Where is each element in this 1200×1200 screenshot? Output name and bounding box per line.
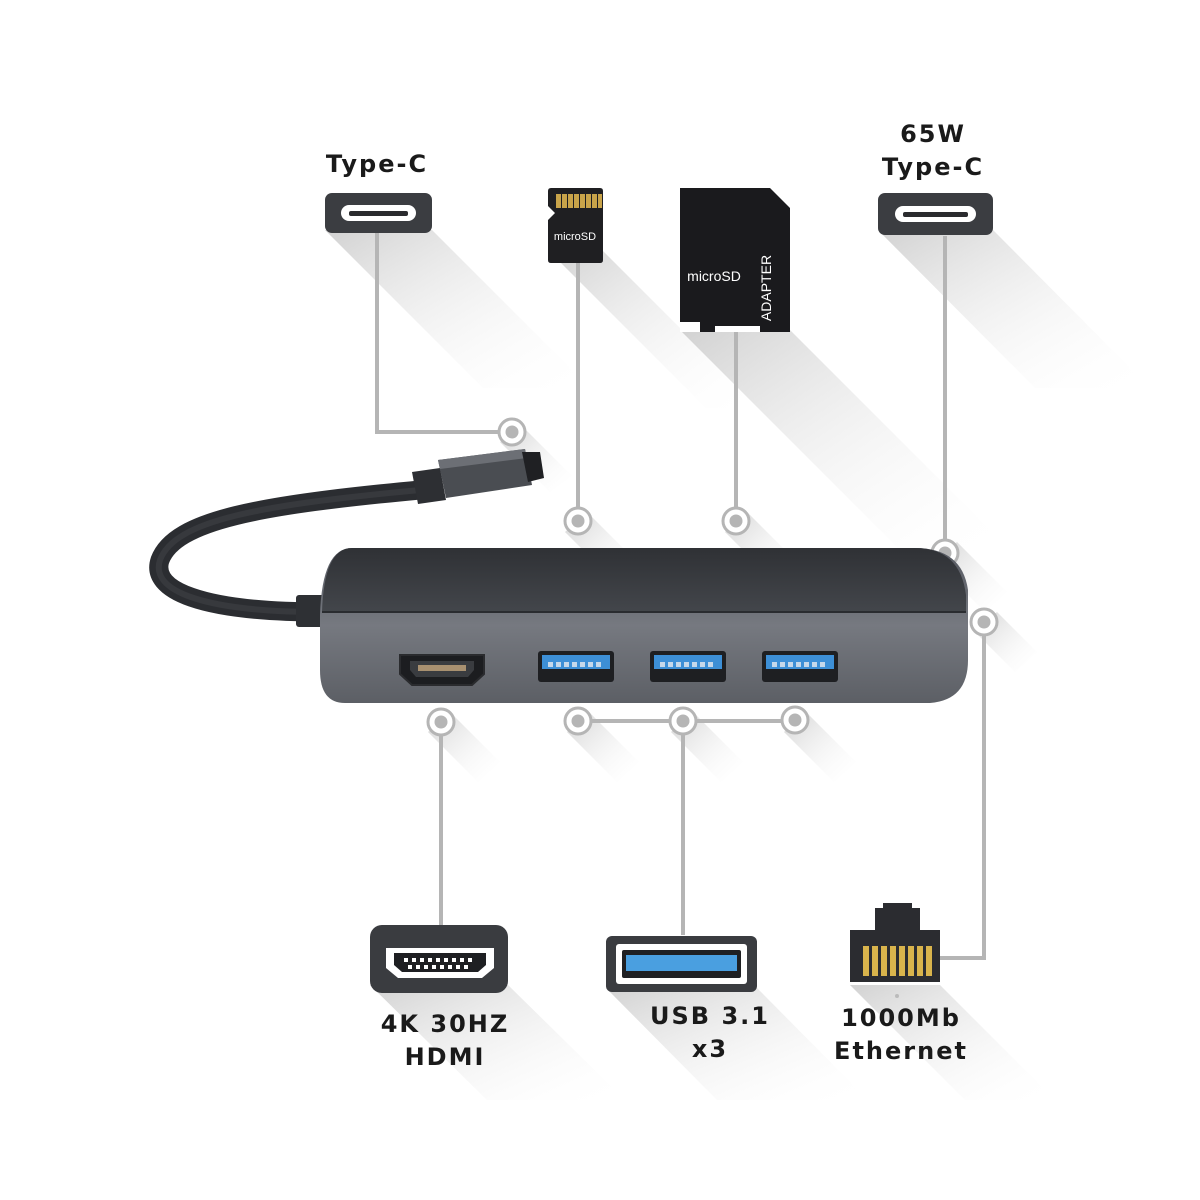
- connector-lines: [375, 232, 986, 960]
- usb-port-on-hub-1: [538, 651, 614, 682]
- label-pd-typec-line2: Type-C: [881, 153, 985, 181]
- usb-port-on-hub-3: [762, 651, 838, 682]
- dot-hdmi: [426, 707, 456, 737]
- label-hdmi: 4K 30HZ HDMI: [370, 1008, 520, 1074]
- dot-typec-in: [497, 417, 527, 447]
- label-pd-typec: 65W Type-C: [868, 118, 998, 184]
- dot-usb-2: [668, 706, 698, 736]
- typec-port-icon: [325, 193, 432, 233]
- dot-usb-3: [780, 705, 810, 735]
- usb-port-icon: [606, 936, 757, 992]
- sd-adapter-side-text: ADAPTER: [758, 255, 774, 321]
- sd-adapter-icon: microSD ADAPTER: [680, 188, 790, 332]
- dot-usb-1: [563, 706, 593, 736]
- hdmi-port-icon: [370, 925, 508, 993]
- label-usb-line2: x3: [691, 1035, 729, 1063]
- microsd-card-icon: microSD: [548, 188, 603, 263]
- label-usb-line1: USB 3.1: [650, 1002, 770, 1030]
- microsd-card-text: microSD: [554, 231, 596, 243]
- ethernet-port-icon: [850, 903, 940, 998]
- label-ethernet-line2: Ethernet: [834, 1037, 968, 1065]
- dot-microsd: [563, 506, 593, 536]
- label-hdmi-line2: HDMI: [404, 1043, 486, 1071]
- label-ethernet: 1000Mb Ethernet: [826, 1002, 976, 1068]
- dot-sd-adapter: [721, 506, 751, 536]
- usb-port-on-hub-2: [650, 651, 726, 682]
- usb-c-cable: [149, 449, 544, 627]
- label-pd-typec-line1: 65W: [900, 120, 966, 148]
- label-hdmi-line1: 4K 30HZ: [380, 1010, 510, 1038]
- label-typec-text: Type-C: [325, 150, 429, 178]
- connector-dots: [426, 417, 999, 737]
- dot-ethernet: [969, 607, 999, 637]
- sd-adapter-text: microSD: [687, 268, 741, 284]
- hdmi-port-on-hub: [399, 654, 485, 686]
- pd-typec-port-icon: [878, 193, 993, 235]
- label-ethernet-line1: 1000Mb: [841, 1004, 961, 1032]
- label-usb: USB 3.1 x3: [630, 1000, 790, 1066]
- label-typec: Type-C: [322, 148, 432, 181]
